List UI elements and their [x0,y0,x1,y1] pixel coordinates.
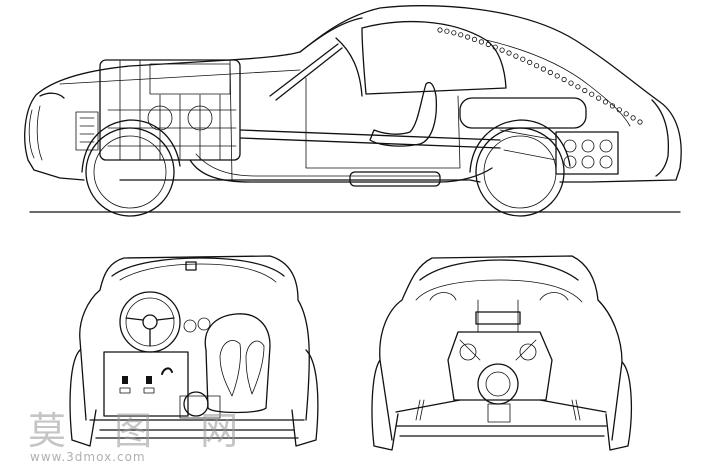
rear-right-wheel [291,349,319,447]
rivet [589,91,595,97]
rivet [478,39,484,45]
rear-view [69,255,319,447]
radiator-header [475,311,521,325]
rear-lamp [651,99,670,177]
rivet [513,53,519,59]
rear-wheel [469,119,571,217]
rear-panel-rivets [437,27,643,125]
rivet [444,28,450,34]
front-view [371,255,633,451]
rivet [561,76,567,83]
rivet [485,41,491,48]
rear-window [485,39,631,127]
rivet [527,59,533,66]
watermark-url: www.3dmox.com [30,450,146,464]
front-wheel [81,119,181,217]
front-roof [419,259,579,281]
front-suspension [395,399,607,437]
side-headlamp [39,92,65,99]
rear-body-outline [79,255,310,421]
side-window [361,20,507,95]
door-outline [305,77,461,169]
rivet [568,80,574,86]
rivet [520,56,526,62]
diff-housing [179,395,221,419]
rivet [471,36,478,43]
side-view [24,5,682,217]
rivet [533,63,540,69]
driver-seat [369,81,438,147]
rivet [506,50,512,56]
side-body-line [59,59,301,181]
front-body-outline [379,255,623,441]
rear-floor [89,419,305,431]
rear-suspension [499,129,619,175]
rivet [616,107,622,113]
windscreen [299,17,363,97]
rear-left-wheel [69,349,97,447]
rivet [499,47,505,53]
seat-back [204,313,271,414]
console-switches [119,367,173,394]
front-springs [415,399,581,421]
rivet [458,32,464,38]
seat-back-inner [219,340,265,397]
front-windscreen [415,279,583,303]
drive-shaft [239,129,501,149]
muffler [349,171,441,187]
rivet [595,95,602,101]
side-front-bumper [27,159,85,181]
rivet [554,73,560,79]
rivet [437,27,443,33]
side-lower-sill [119,179,481,183]
steering-wheel [119,291,181,353]
rear-roof [111,257,285,277]
side-body-outline [24,5,682,183]
console-panel [103,351,189,417]
rivet [582,87,588,94]
front-right-wheel [605,361,633,451]
rivet [575,84,581,90]
rivet [464,34,471,40]
rivet [609,103,616,109]
rivet [492,44,498,50]
exhaust-pipe-inner [195,153,441,177]
rivet [602,99,609,105]
rivet [637,119,643,125]
rivet [630,115,636,121]
rivet [451,30,457,36]
rivet [623,111,629,117]
dash-gauge-right [197,317,211,331]
dash-gauge-left [183,319,197,333]
differential [183,391,209,417]
exhaust-pipe [189,159,493,183]
steering-column [269,43,343,101]
front-left-wheel [371,359,399,451]
roof-vent [185,261,197,271]
watermark-site-name: 莫 图 网 [28,409,257,453]
rear-roof-inner [119,263,277,283]
fuel-tank [459,97,587,129]
front-engine [447,299,553,423]
front-seat-shoulders [429,292,569,301]
rivet [547,69,553,76]
side-front-grille [28,105,43,161]
rivet [540,66,547,72]
